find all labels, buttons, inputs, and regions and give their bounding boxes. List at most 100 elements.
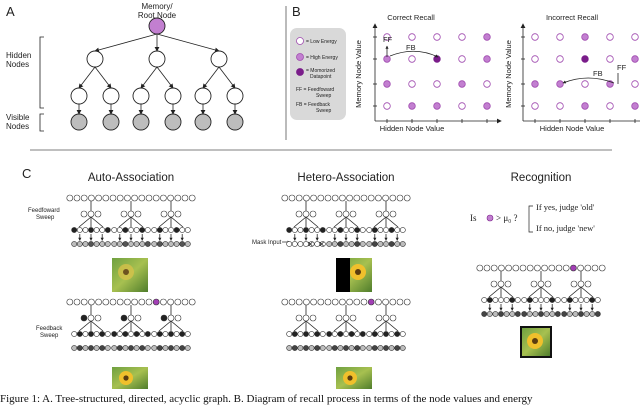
memory-node (138, 298, 146, 306)
hidden-label-line1: Hidden (6, 51, 31, 60)
legend-fb-text-1: FB = Feedback (296, 102, 331, 108)
visible-node (492, 311, 499, 317)
hidden-node (371, 331, 378, 337)
hidden-node (335, 210, 343, 218)
visible-node (168, 345, 174, 351)
visible-node (104, 345, 111, 351)
memory-node (389, 298, 397, 306)
tree-edge (156, 66, 174, 89)
visible-node (383, 345, 389, 351)
hidden-node (174, 210, 182, 218)
hidden-node (375, 314, 383, 322)
grid-node (556, 102, 564, 110)
visible-node (133, 241, 140, 247)
memory-node (562, 264, 570, 272)
memory-node (88, 298, 95, 306)
legend-low-text: = Low Energy (306, 39, 337, 45)
memory-node (403, 194, 411, 202)
memory-node (584, 264, 592, 272)
feedforward-label-2: Sweep (36, 215, 55, 221)
hidden-node (291, 227, 298, 233)
grid-node (531, 55, 539, 63)
memory-node (331, 298, 339, 306)
visible-node (70, 113, 88, 131)
hidden-node (76, 227, 83, 233)
memory-node (476, 264, 484, 272)
hidden-node (359, 227, 366, 233)
network-edge (118, 216, 132, 228)
memory-node (88, 194, 95, 202)
mask-cross-icon (319, 241, 324, 247)
panel-c: C Auto-Association Hetero-Association Re… (22, 166, 606, 389)
hidden-node (394, 227, 401, 233)
visible-label-line1: Visible (6, 113, 30, 122)
visible-node (331, 345, 338, 351)
hidden-node (583, 297, 590, 303)
hidden-node (303, 331, 309, 337)
network-edge (170, 320, 184, 332)
memory-node (367, 298, 375, 306)
visible-node (554, 311, 561, 317)
tree-edge (94, 66, 112, 89)
network-edge (373, 216, 387, 228)
hidden-node (184, 227, 191, 233)
memory-node (360, 194, 368, 202)
hetero-masked-image (336, 258, 372, 292)
grid-node (433, 80, 441, 88)
memory-node (591, 264, 599, 272)
visible-node (122, 241, 129, 247)
visible-label-line2: Nodes (6, 122, 29, 131)
hidden-node (389, 210, 397, 218)
hidden-node (111, 227, 118, 233)
hidden-node (148, 50, 166, 68)
hidden-node (116, 227, 123, 233)
visible-node (343, 345, 349, 351)
hidden-node (319, 227, 326, 233)
visible-node (521, 311, 528, 317)
hidden-node (127, 210, 135, 218)
correct-recall-title: Correct Recall (387, 13, 435, 22)
memory-node (353, 298, 361, 306)
feedback-label-2: Sweep (40, 333, 59, 339)
visible-node (122, 345, 129, 351)
grid-node (458, 102, 466, 110)
memory-node (66, 194, 74, 202)
hidden-node (349, 314, 357, 322)
visible-node (226, 113, 244, 131)
visible-node (151, 241, 158, 247)
memory-node (66, 298, 74, 306)
network-edge (345, 216, 359, 228)
hidden-node (133, 227, 140, 233)
grid-node (556, 55, 564, 63)
visible-node (286, 241, 293, 247)
hidden-node (589, 297, 596, 303)
hidden-node (554, 297, 561, 303)
hidden-node (342, 314, 350, 322)
visible-node (572, 311, 579, 317)
visible-node (194, 113, 212, 131)
network-diagrams (66, 194, 606, 351)
memory-node (181, 298, 189, 306)
hidden-node (70, 87, 88, 105)
memory-node (346, 298, 353, 306)
hidden-node (526, 297, 533, 303)
visible-node (583, 311, 590, 317)
memory-node (382, 194, 389, 202)
hidden-node (366, 331, 373, 337)
grid-node (581, 102, 589, 110)
hidden-node (160, 314, 168, 322)
memory-node (80, 194, 88, 202)
visible-node (578, 311, 584, 317)
network-edge (580, 286, 594, 298)
hidden-node (383, 227, 389, 233)
recognition-no-text: If no, judge 'new' (536, 223, 595, 233)
network-edge (568, 286, 582, 298)
visible-node (589, 311, 596, 317)
tree-edge (156, 33, 220, 53)
memory-node (512, 264, 520, 272)
visible-node (99, 241, 106, 247)
memory-node (310, 298, 317, 306)
hidden-node (543, 297, 550, 303)
hidden-node (486, 297, 493, 303)
visible-node (371, 345, 378, 351)
